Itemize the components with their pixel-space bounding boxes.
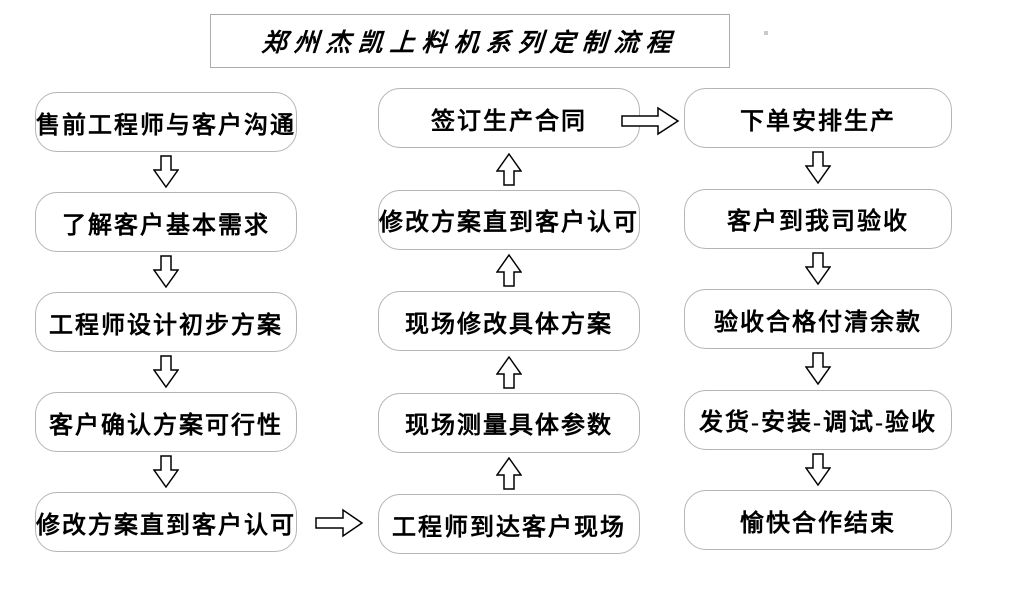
page-title: 郑州杰凯上料机系列定制流程	[260, 30, 679, 57]
flow-step: 修改方案直到客户认可	[378, 189, 640, 250]
up-arrow-icon	[496, 355, 522, 389]
flow-step: 现场测量具体参数	[378, 392, 640, 453]
connector	[378, 250, 640, 292]
down-arrow-icon	[805, 252, 831, 286]
up-arrow-icon	[496, 253, 522, 287]
flow-step: 验收合格付清余款	[684, 289, 952, 349]
flow-column-right: 下单安排生产 客户到我司验收 验收合格付清余款 发货-安装-调试-验收 愉快合作…	[684, 88, 952, 550]
flow-step: 售前工程师与客户沟通	[35, 92, 297, 152]
title-box: 郑州杰凯上料机系列定制流程	[210, 14, 730, 68]
up-arrow-icon	[496, 456, 522, 490]
right-arrow-icon	[315, 508, 364, 538]
flow-column-middle: 签订生产合同 修改方案直到客户认可 现场修改具体方案 现场测量具体参数 工程师到…	[378, 88, 640, 554]
up-arrow-icon	[496, 152, 522, 186]
flow-step: 工程师设计初步方案	[35, 292, 297, 352]
down-arrow-icon	[153, 155, 179, 189]
connector	[684, 349, 952, 390]
down-arrow-icon	[805, 352, 831, 386]
connector	[35, 452, 297, 492]
anchor-dot	[764, 31, 768, 35]
right-arrow-icon	[621, 106, 680, 136]
connector	[378, 351, 640, 393]
flow-step: 下单安排生产	[684, 88, 952, 148]
down-arrow-icon	[153, 255, 179, 289]
flow-step: 工程师到达客户现场	[378, 494, 640, 554]
connector	[378, 453, 640, 495]
connector-left-to-middle	[314, 507, 364, 539]
connector	[35, 352, 297, 392]
down-arrow-icon	[805, 151, 831, 185]
flow-step: 签订生产合同	[378, 88, 640, 148]
connector	[35, 152, 297, 192]
down-arrow-icon	[153, 355, 179, 389]
connector-middle-to-right	[620, 105, 680, 137]
flow-step: 修改方案直到客户认可	[35, 492, 297, 552]
connector	[35, 252, 297, 292]
down-arrow-icon	[153, 455, 179, 489]
connector	[684, 249, 952, 290]
down-arrow-icon	[805, 453, 831, 487]
flow-step: 发货-安装-调试-验收	[684, 389, 952, 450]
flow-step: 现场修改具体方案	[378, 291, 640, 351]
flow-step: 客户确认方案可行性	[35, 392, 297, 452]
flow-step: 客户到我司验收	[684, 188, 952, 249]
connector	[378, 148, 640, 190]
flow-step: 了解客户基本需求	[35, 192, 297, 252]
flow-column-left: 售前工程师与客户沟通 了解客户基本需求 工程师设计初步方案 客户确认方案可行性 …	[35, 92, 297, 552]
connector	[684, 148, 952, 189]
flow-step: 愉快合作结束	[684, 490, 952, 550]
connector	[684, 450, 952, 491]
